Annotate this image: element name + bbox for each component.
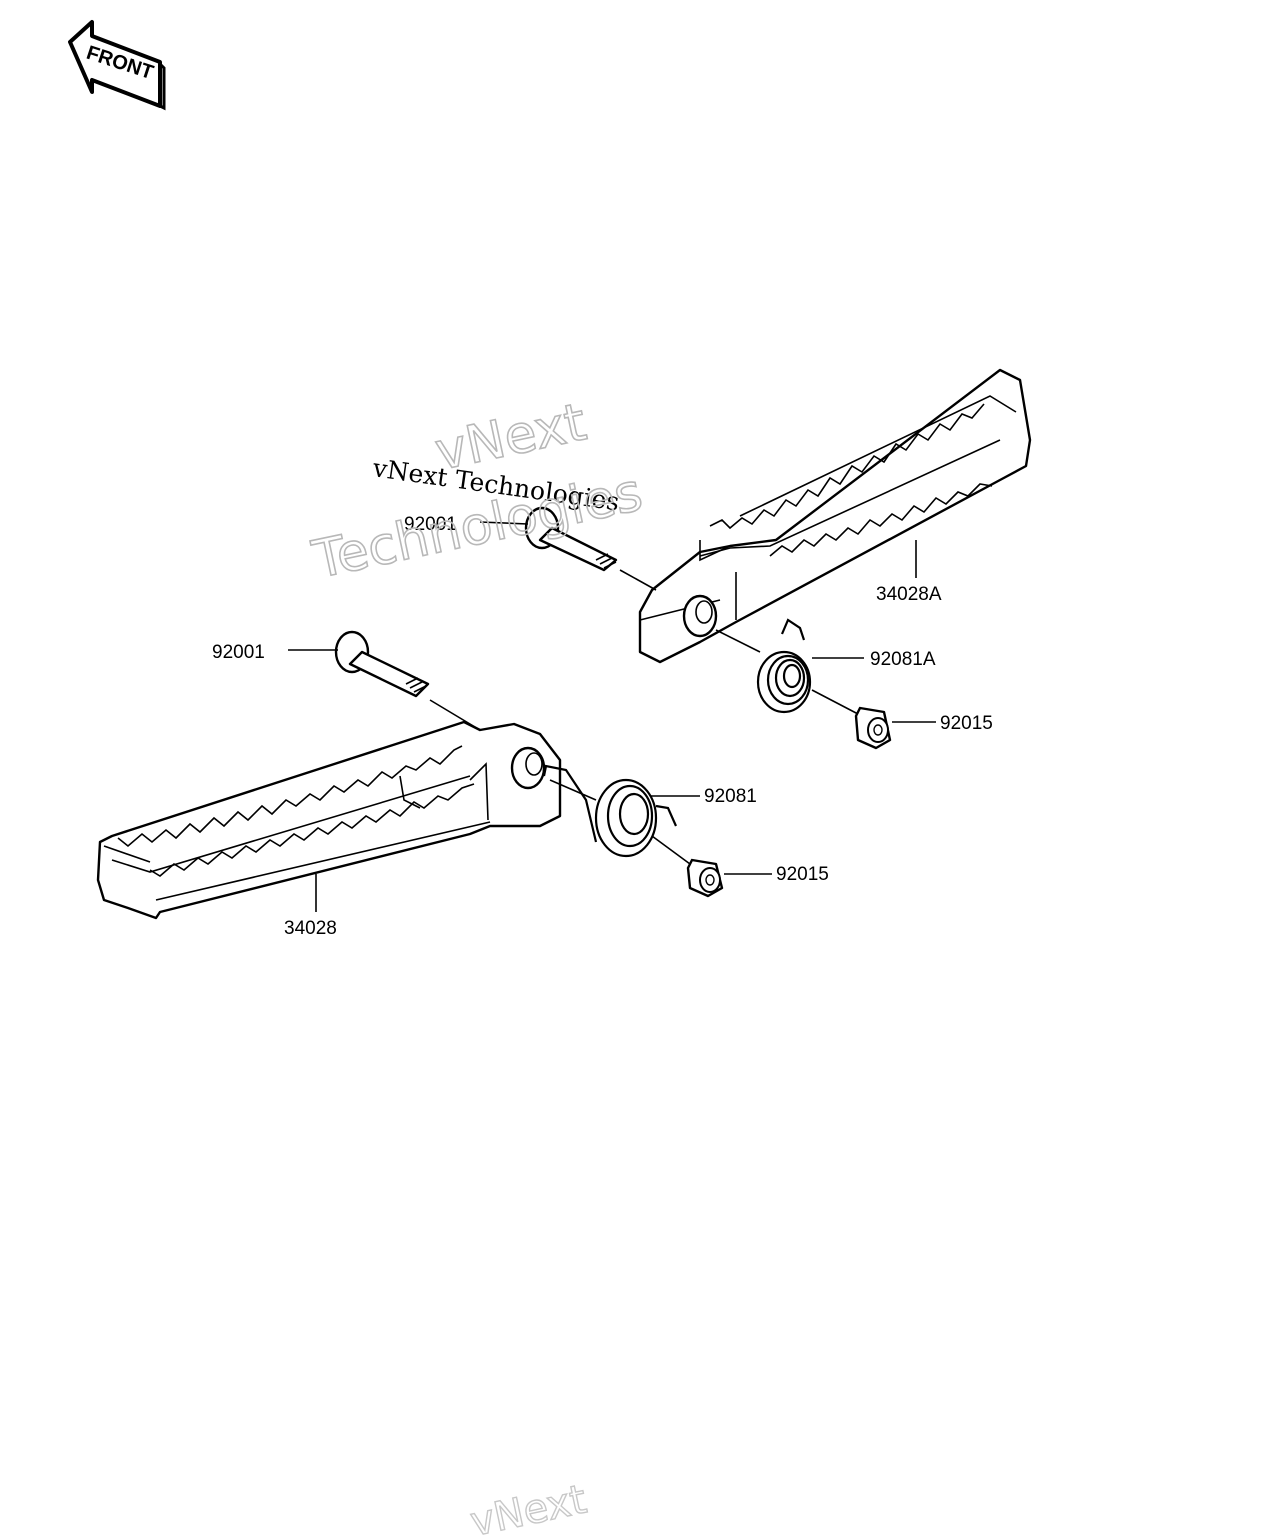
callout-collar-lower: 92015: [776, 864, 829, 885]
collar-upper: [811, 689, 892, 750]
footpeg-right: [638, 368, 1032, 664]
footpeg-left: [96, 720, 562, 920]
bolt-lower: [334, 630, 481, 731]
callout-spring-left: 92081: [704, 786, 757, 807]
front-arrow-badge: FRONT: [68, 20, 166, 111]
spring-left: [542, 764, 678, 858]
callout-bolt-upper: 92001: [404, 514, 457, 535]
spring-right: [715, 618, 812, 714]
callout-collar-upper: 92015: [940, 713, 993, 734]
watermark-bottom-fragment: vNext: [467, 1476, 591, 1536]
callout-spring-right: 92081A: [870, 649, 936, 670]
callout-footpeg-right: 34028A: [876, 584, 942, 605]
collar-lower: [651, 835, 724, 898]
callout-bolt-lower: 92001: [212, 642, 265, 663]
leader-lines: [288, 521, 936, 912]
bolt-upper: [524, 506, 657, 591]
callout-footpeg-left: 34028: [284, 918, 337, 939]
watermark-outline-vnext: vNext: [430, 392, 591, 482]
